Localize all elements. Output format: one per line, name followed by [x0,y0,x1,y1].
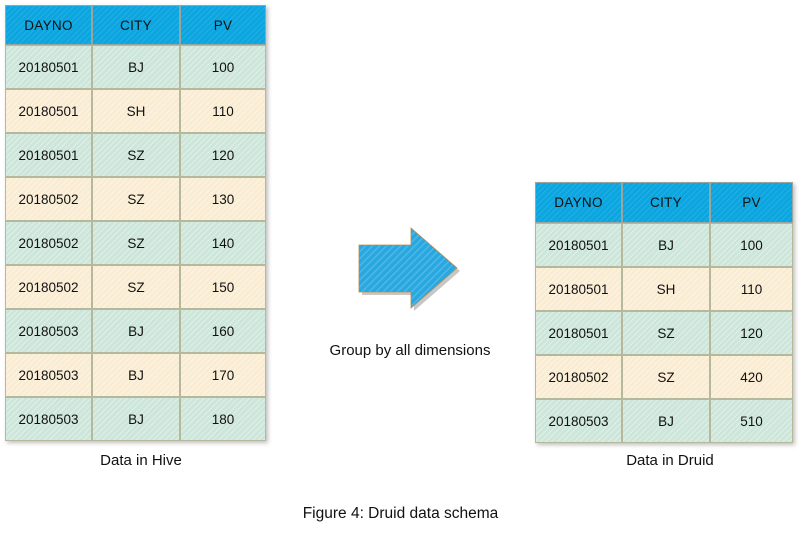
table-row: 20180501 SZ 120 [5,133,266,177]
cell-city: SZ [622,311,710,355]
hive-table-header-row: DAYNO CITY PV [5,5,266,45]
cell-city: SZ [92,133,180,177]
cell-pv: 120 [710,311,793,355]
hive-data-table: DAYNO CITY PV 20180501 BJ 100 20180501 S… [5,5,266,441]
table-row: 20180503 BJ 160 [5,309,266,353]
cell-dayno: 20180501 [535,267,622,311]
cell-pv: 100 [180,45,266,89]
right-arrow-icon [358,227,460,311]
cell-pv: 100 [710,223,793,267]
cell-city: SZ [92,177,180,221]
druid-column-header-pv: PV [710,182,793,223]
cell-pv: 170 [180,353,266,397]
druid-table-header-row: DAYNO CITY PV [535,182,793,223]
table-row: 20180502 SZ 130 [5,177,266,221]
cell-pv: 120 [180,133,266,177]
cell-dayno: 20180502 [535,355,622,399]
hive-table-caption: Data in Hive [100,452,182,469]
figure-caption: Figure 4: Druid data schema [302,505,499,522]
table-row: 20180503 BJ 170 [5,353,266,397]
cell-dayno: 20180501 [5,89,92,133]
cell-pv: 140 [180,221,266,265]
druid-column-header-city: CITY [622,182,710,223]
cell-city: BJ [92,309,180,353]
cell-city: SH [622,267,710,311]
cell-city: BJ [92,353,180,397]
cell-dayno: 20180502 [5,221,92,265]
hive-column-header-dayno: DAYNO [5,5,92,45]
table-row: 20180501 BJ 100 [535,223,793,267]
druid-column-header-dayno: DAYNO [535,182,622,223]
cell-pv: 180 [180,397,266,441]
hive-column-header-pv: PV [180,5,266,45]
table-row: 20180501 SH 110 [5,89,266,133]
table-row: 20180501 SZ 120 [535,311,793,355]
cell-dayno: 20180501 [5,45,92,89]
cell-city: BJ [622,399,710,443]
cell-pv: 420 [710,355,793,399]
cell-dayno: 20180501 [5,133,92,177]
table-row: 20180501 SH 110 [535,267,793,311]
cell-dayno: 20180502 [5,265,92,309]
cell-city: BJ [92,45,180,89]
cell-pv: 110 [180,89,266,133]
table-row: 20180503 BJ 180 [5,397,266,441]
cell-city: BJ [92,397,180,441]
cell-dayno: 20180503 [535,399,622,443]
druid-data-table: DAYNO CITY PV 20180501 BJ 100 20180501 S… [535,182,793,443]
cell-city: SZ [92,265,180,309]
cell-city: BJ [622,223,710,267]
cell-city: SZ [622,355,710,399]
table-row: 20180502 SZ 150 [5,265,266,309]
cell-dayno: 20180502 [5,177,92,221]
cell-dayno: 20180501 [535,311,622,355]
arrow-label: Group by all dimensions [329,342,491,359]
cell-city: SZ [92,221,180,265]
table-row: 20180502 SZ 420 [535,355,793,399]
cell-pv: 110 [710,267,793,311]
cell-dayno: 20180503 [5,397,92,441]
hive-column-header-city: CITY [92,5,180,45]
table-row: 20180502 SZ 140 [5,221,266,265]
druid-table-caption: Data in Druid [626,452,714,469]
cell-dayno: 20180503 [5,353,92,397]
cell-dayno: 20180501 [535,223,622,267]
cell-pv: 150 [180,265,266,309]
cell-pv: 160 [180,309,266,353]
cell-pv: 130 [180,177,266,221]
cell-pv: 510 [710,399,793,443]
table-row: 20180501 BJ 100 [5,45,266,89]
table-row: 20180503 BJ 510 [535,399,793,443]
cell-city: SH [92,89,180,133]
cell-dayno: 20180503 [5,309,92,353]
